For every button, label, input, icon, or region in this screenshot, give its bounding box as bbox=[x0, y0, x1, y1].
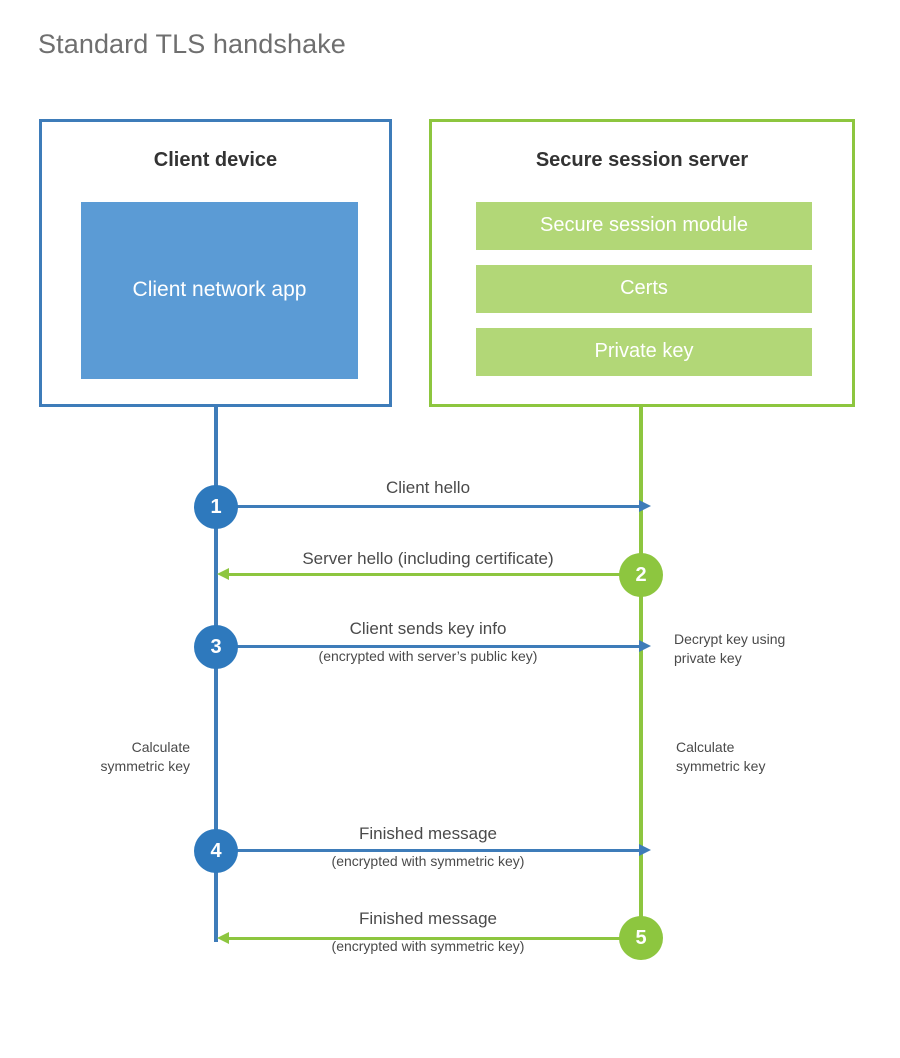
arrowhead-right-icon bbox=[639, 500, 651, 512]
label-step-5-sub: (encrypted with symmetric key) bbox=[331, 938, 525, 954]
label-step-3-sub: (encrypted with server’s public key) bbox=[318, 648, 538, 664]
page-title: Standard TLS handshake bbox=[38, 29, 346, 59]
arrow-step-2-server-hello bbox=[217, 568, 640, 580]
arrow-step-5-finished-message bbox=[217, 932, 640, 944]
label-step-5: Finished message (encrypted with symmetr… bbox=[228, 909, 628, 954]
label-step-2: Server hello (including certificate) bbox=[228, 549, 628, 569]
label-step-1-main: Client hello bbox=[385, 478, 471, 497]
step-marker-3: 3 bbox=[194, 625, 238, 669]
arrowhead-left-icon bbox=[217, 568, 229, 580]
step-marker-1: 1 bbox=[194, 485, 238, 529]
arrowhead-left-icon bbox=[217, 932, 229, 944]
server-block-secure-session-module: Secure session module bbox=[476, 202, 812, 250]
step-marker-5: 5 bbox=[619, 916, 663, 960]
arrowhead-right-icon bbox=[639, 640, 651, 652]
server-block-certs: Certs bbox=[476, 265, 812, 313]
note-calculate-symmetric-key-client: Calculate symmetric key bbox=[100, 739, 190, 774]
label-step-3: Client sends key info (encrypted with se… bbox=[228, 619, 628, 664]
secure-session-server-title: Secure session server bbox=[535, 149, 749, 171]
label-step-1: Client hello bbox=[228, 478, 628, 498]
label-step-4: Finished message (encrypted with symmetr… bbox=[228, 824, 628, 869]
step-marker-4: 4 bbox=[194, 829, 238, 873]
note-decrypt-key: Decrypt key using private key bbox=[674, 631, 786, 666]
label-step-4-sub: (encrypted with symmetric key) bbox=[331, 853, 525, 869]
label-step-4-main: Finished message bbox=[359, 824, 497, 843]
arrowhead-right-icon bbox=[639, 844, 651, 856]
note-calculate-symmetric-key-server: Calculate symmetric key bbox=[676, 739, 766, 774]
arrow-step-1-client-hello bbox=[216, 500, 651, 512]
server-block-private-key: Private key bbox=[476, 328, 812, 376]
arrow-step-3-client-sends-key-info bbox=[216, 640, 651, 652]
arrow-step-4-finished-message bbox=[216, 844, 651, 856]
label-step-5-main: Finished message bbox=[359, 909, 497, 928]
client-network-app-block: Client network app bbox=[81, 202, 358, 379]
label-step-2-main: Server hello (including certificate) bbox=[302, 549, 554, 568]
step-marker-2: 2 bbox=[619, 553, 663, 597]
client-lifeline bbox=[214, 406, 218, 942]
client-device-box: Client device Client network app bbox=[39, 119, 392, 407]
server-lifeline bbox=[639, 406, 643, 940]
client-device-title: Client device bbox=[153, 149, 278, 171]
label-step-3-main: Client sends key info bbox=[349, 619, 507, 638]
secure-session-server-box: Secure session server Secure session mod… bbox=[429, 119, 855, 407]
